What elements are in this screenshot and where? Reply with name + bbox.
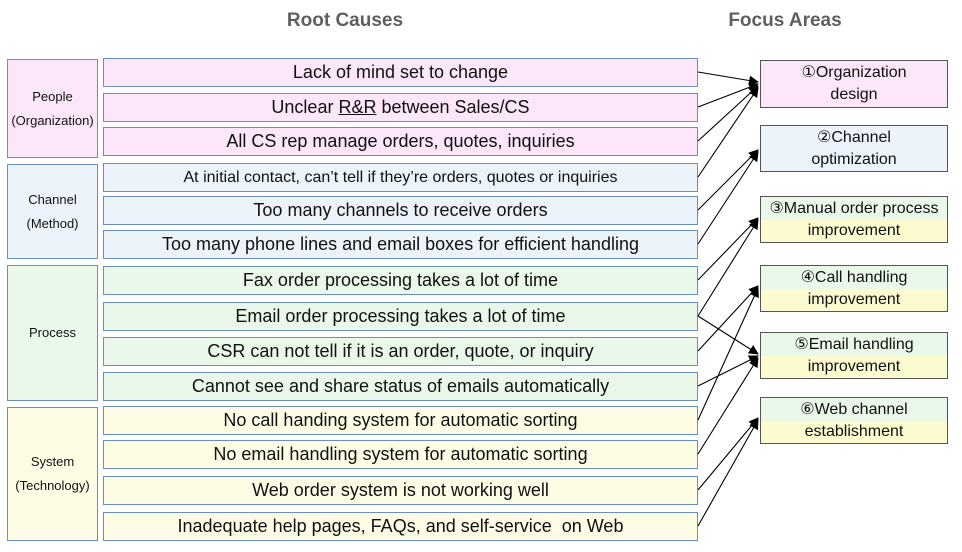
arrow-mindset-to-org [697,71,759,86]
cause-csr-cannot-tell: CSR can not tell if it is an order, quot… [103,337,698,366]
cause-no-call-system: No call handing system for automatic sor… [103,406,698,435]
focus-title: ⑥Web channel [800,400,908,418]
focus-subtitle: improvement [761,288,947,311]
arrow-lines-to-channel [697,151,759,245]
cause-email-status: Cannot see and share status of emails au… [103,372,698,401]
category-sublabel: (Method) [26,215,79,231]
category-process: Process [7,265,98,401]
arrow-csrep-to-org [697,85,759,142]
focus-areas-header: Focus Areas [728,10,842,31]
category-sublabel: (Technology) [15,478,90,493]
arrow-rr-to-org [697,82,759,108]
category-channel: Channel (Method) [7,164,98,259]
focus-organization-design: ①Organization design [760,60,948,108]
arrow-fax-to-manual [697,217,759,281]
category-label: People [32,88,73,104]
focus-title: ④Call handling [800,268,908,286]
cause-fax-processing: Fax order processing takes a lot of time [103,266,698,295]
arrow-web-to-web [697,417,759,491]
arrow-emailsys-to-emailhandling [697,357,759,455]
cause-unclear-rr: Unclear R&R between Sales/CS [103,93,698,122]
focus-subtitle: optimization [811,150,897,168]
cause-initial-contact: At initial contact, can’t tell if they’r… [103,163,698,192]
focus-subtitle: establishment [761,420,947,443]
cause-mindset: Lack of mind set to change [103,58,698,87]
cause-email-processing: Email order processing takes a lot of ti… [103,302,698,331]
category-system: System (Technology) [7,407,98,541]
arrow-csr-to-call [697,285,759,352]
focus-manual-order-process: ③Manual order process improvement [760,196,948,243]
cause-too-many-channels: Too many channels to receive orders [103,196,698,225]
focus-subtitle: improvement [761,219,947,242]
category-people: People (Organization) [7,59,98,158]
focus-subtitle: design [830,86,878,103]
cause-help-pages: Inadequate help pages, FAQs, and self-se… [103,512,698,541]
focus-channel-optimization: ②Channel optimization [760,125,948,172]
focus-title: ⑤Email handling [794,335,914,353]
category-label: Channel [28,191,77,207]
arrow-channels-to-channel [697,149,759,211]
arrow-email-to-manual [697,219,759,317]
root-causes-header: Root Causes [286,10,404,31]
focus-title: ②Channel [817,128,891,146]
category-label: Process [29,325,76,340]
focus-title: ①Organization [801,64,907,81]
cause-no-email-system: No email handling system for automatic s… [103,440,698,469]
arrow-status-to-emailhandling [697,355,759,387]
focus-title: ③Manual order process [769,199,939,217]
focus-email-handling: ⑤Email handling improvement [760,332,948,379]
category-label: System [30,454,75,469]
focus-subtitle: improvement [761,355,947,378]
arrow-help-to-web [697,419,759,527]
cause-cs-rep-manage: All CS rep manage orders, quotes, inquir… [103,127,698,156]
arrow-callsys-to-call [697,287,759,421]
arrow-email-to-emailhandling [697,315,759,355]
category-sublabel: (Organization) [11,112,94,128]
focus-web-channel: ⑥Web channel establishment [760,397,948,444]
arrow-initial-to-org [697,87,759,178]
focus-call-handling: ④Call handling improvement [760,265,948,312]
cause-web-order: Web order system is not working well [103,476,698,505]
cause-too-many-lines: Too many phone lines and email boxes for… [103,230,698,259]
